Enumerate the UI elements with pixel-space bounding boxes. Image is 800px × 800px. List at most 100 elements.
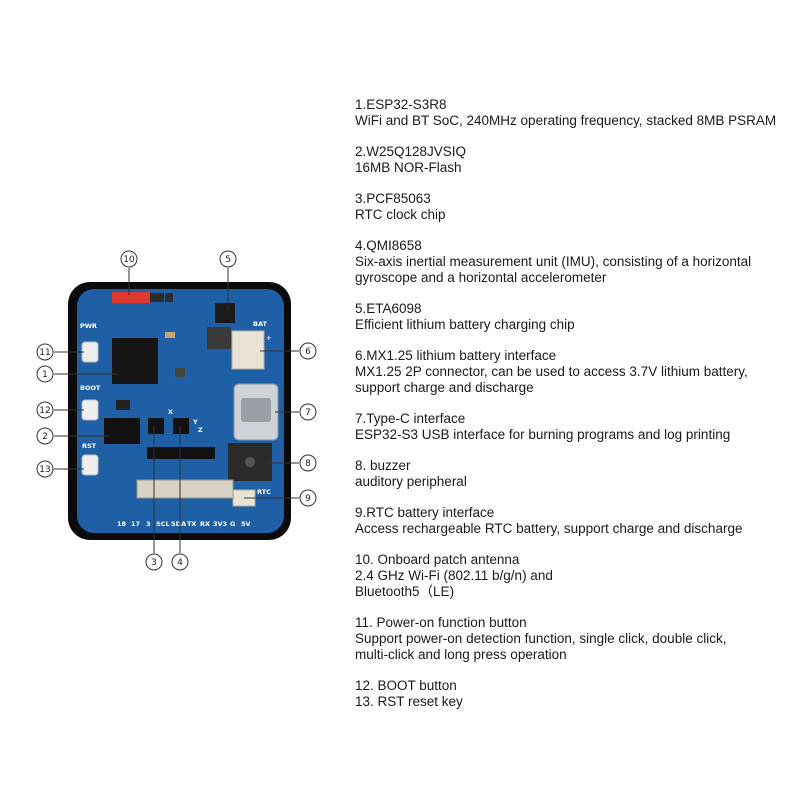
- pin-label: RX: [200, 520, 210, 528]
- type-c-opening: [241, 398, 271, 422]
- description-text: Support power-on detection function, sin…: [355, 631, 727, 646]
- rst-label: RST: [82, 442, 97, 450]
- rst-button[interactable]: [81, 454, 99, 476]
- description-title: 1.ESP32-S3R8: [355, 97, 447, 112]
- callout-2: 2: [36, 427, 54, 445]
- description-title: 5.ETA6098: [355, 301, 422, 316]
- pcf85063-chip: [148, 418, 164, 434]
- eta6098-chip: [215, 303, 235, 323]
- callout-3: 3: [145, 553, 163, 571]
- inductor: [207, 327, 231, 349]
- description-text: auditory peripheral: [355, 474, 467, 489]
- pin-label: 3V3: [213, 520, 227, 528]
- callout-5: 5: [219, 250, 237, 268]
- callout-6: 6: [299, 342, 317, 360]
- description-title: 2.W25Q128JVSIQ: [355, 144, 467, 159]
- description-text: 2.4 GHz Wi-Fi (802.11 b/g/n) and: [355, 568, 553, 583]
- svg-text:12: 12: [39, 406, 50, 416]
- description-title: 11. Power-on function button: [355, 615, 527, 630]
- pin-label: G: [230, 520, 235, 528]
- antenna-cap: [165, 293, 173, 302]
- description-text: gyroscope and a horizontal accelerometer: [355, 270, 607, 285]
- description-text: Six-axis inertial measurement unit (IMU)…: [355, 254, 752, 269]
- svg-text:4: 4: [177, 558, 183, 568]
- description-text: 16MB NOR-Flash: [355, 160, 462, 175]
- svg-text:8: 8: [305, 459, 311, 469]
- pin-label: TX: [187, 520, 196, 528]
- axis-mark-z: Z: [198, 426, 203, 434]
- pin-label: SCL: [156, 520, 170, 528]
- description-title: 7.Type-C interface: [355, 411, 466, 426]
- small-ic: [116, 400, 130, 410]
- svg-text:13: 13: [39, 465, 50, 475]
- antenna-cap: [150, 293, 164, 302]
- svg-text:3: 3: [151, 558, 157, 568]
- bat-label: BAT: [253, 320, 267, 328]
- callout-4: 4: [171, 553, 189, 571]
- description-title: 4.QMI8658: [355, 238, 422, 253]
- pwr-label: PWR: [80, 322, 97, 330]
- svg-text:1: 1: [42, 370, 48, 380]
- svg-text:5: 5: [225, 255, 231, 265]
- qmi8658-imu: [173, 418, 189, 434]
- pwr-button[interactable]: [81, 341, 99, 363]
- description-text: RTC clock chip: [355, 207, 446, 222]
- rtc-label: RTC: [257, 488, 271, 496]
- axis-mark-x: X: [168, 408, 173, 416]
- callout-13: 13: [36, 460, 54, 478]
- esp32-s3-chip: [112, 338, 158, 384]
- svg-text:9: 9: [305, 494, 311, 504]
- bat-plus: +: [266, 334, 271, 342]
- description-text: ESP32-S3 USB interface for burning progr…: [355, 427, 731, 442]
- callout-10: 10: [120, 250, 138, 268]
- description-text: multi-click and long press operation: [355, 647, 567, 662]
- boot-button[interactable]: [81, 399, 99, 421]
- smd-part: [165, 332, 175, 338]
- description-text: Access rechargeable RTC battery, support…: [355, 521, 743, 536]
- pin-label: 5V: [241, 520, 251, 528]
- description-title: 12. BOOT button: [355, 678, 457, 693]
- callout-9: 9: [299, 489, 317, 507]
- pin-label: SDA: [171, 520, 186, 528]
- description-text: 13. RST reset key: [355, 694, 463, 709]
- bat-connector: [231, 330, 265, 370]
- svg-text:10: 10: [123, 255, 135, 265]
- patch-antenna: [112, 292, 150, 303]
- description-text: MX1.25 2P connector, can be used to acce…: [355, 364, 748, 379]
- pin-label: 3: [146, 520, 151, 528]
- description-title: 9.RTC battery interface: [355, 505, 495, 520]
- description-title: 6.MX1.25 lithium battery interface: [355, 348, 557, 363]
- description-text: WiFi and BT SoC, 240MHz operating freque…: [355, 113, 777, 128]
- pin-header: 18 17 3 SCL SDA TX RX 3V3 G 5V: [117, 520, 251, 528]
- description-text: Bluetooth5（LE): [355, 584, 455, 599]
- axis-mark-y: Y: [192, 418, 198, 426]
- svg-text:7: 7: [305, 408, 311, 418]
- callout-12: 12: [36, 401, 54, 419]
- w25q128-flash: [104, 418, 140, 444]
- svg-text:6: 6: [305, 347, 311, 357]
- fpc-connector-top: [147, 447, 215, 459]
- callout-1: 1: [36, 365, 54, 383]
- callout-8: 8: [299, 454, 317, 472]
- svg-text:11: 11: [39, 348, 50, 358]
- callouts: 11 1 12 2 13 10 5 6 7 8 9 3 4: [36, 250, 317, 571]
- description-title: 8. buzzer: [355, 458, 411, 473]
- description-text: Efficient lithium battery charging chip: [355, 317, 575, 332]
- callout-11: 11: [36, 343, 54, 361]
- fpc-connector-bottom: [136, 479, 234, 499]
- buzzer-hole: [245, 457, 255, 467]
- description-title: 3.PCF85063: [355, 191, 431, 206]
